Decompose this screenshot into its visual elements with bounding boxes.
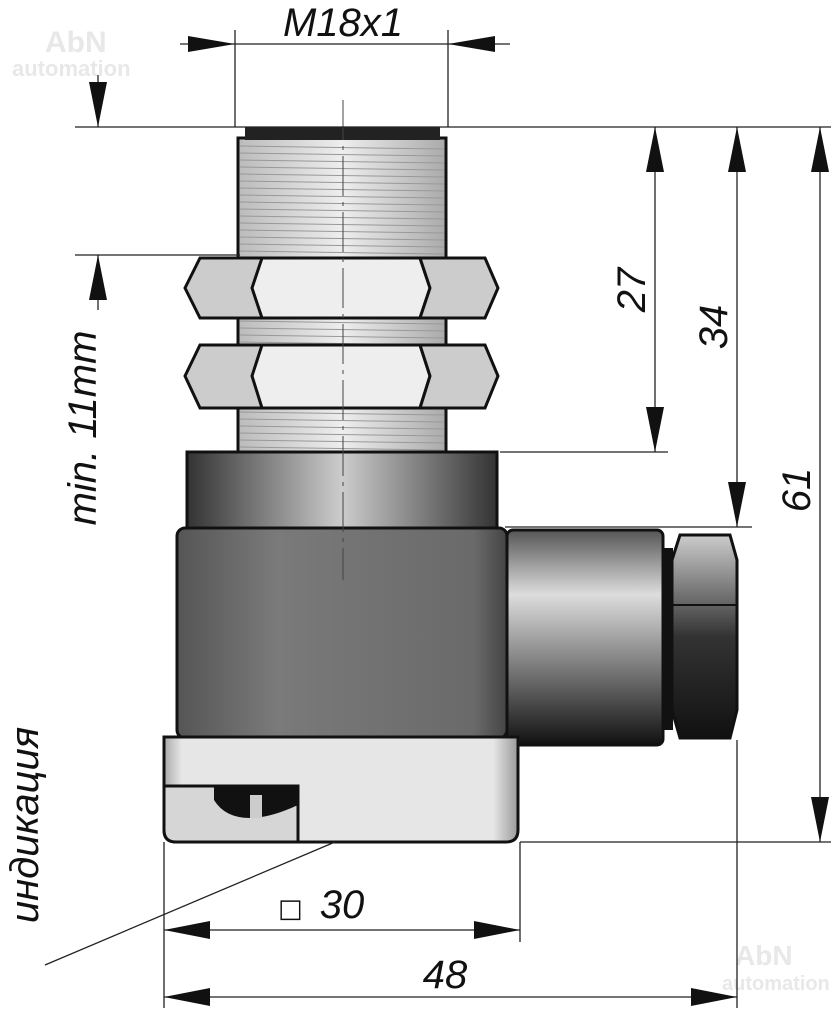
thread-line — [239, 320, 445, 325]
thread-line — [239, 418, 445, 423]
extension-lines — [44, 30, 831, 1008]
thread-line — [239, 194, 445, 199]
square-symbol: □ — [278, 894, 303, 924]
thread-line — [239, 334, 445, 339]
svg-text:AbN: AbN — [45, 26, 107, 59]
thread-line — [239, 229, 445, 234]
connector-hex-nut — [670, 533, 739, 740]
hex-nut-upper — [183, 256, 500, 320]
watermark-bottom: AbN automation — [722, 940, 830, 995]
dimension-27-label: 27 — [610, 266, 654, 313]
thread-line — [239, 145, 445, 150]
indication-label: индикация — [3, 727, 47, 923]
hex-nut-lower — [183, 343, 500, 410]
thread-line — [239, 411, 445, 416]
thread-line — [239, 152, 445, 157]
thread-line — [239, 208, 445, 213]
thread-line — [239, 222, 445, 227]
dimension-34-label: 34 — [692, 305, 736, 350]
thread-line — [239, 215, 445, 220]
thread-line — [239, 243, 445, 248]
min-length-label: min. 11mm — [61, 331, 105, 526]
thread-line — [239, 432, 445, 437]
thread-line — [239, 201, 445, 206]
sensor-collar — [185, 450, 499, 532]
thread-line — [239, 187, 445, 192]
thread-line — [239, 166, 445, 171]
thread-line — [239, 173, 445, 178]
thread-line — [239, 439, 445, 444]
thread-line — [239, 236, 445, 241]
svg-text:automation: automation — [12, 56, 131, 81]
watermark-top: AbN automation — [12, 26, 131, 81]
sensor-housing — [175, 526, 509, 740]
thread-line — [239, 180, 445, 185]
thread-line — [239, 425, 445, 430]
dimension-30-label: 30 — [320, 883, 365, 927]
svg-text:automation: automation — [722, 973, 830, 995]
thread-line — [239, 327, 445, 332]
connector-ring — [663, 548, 673, 730]
dimension-48-label: 48 — [423, 953, 468, 997]
thread-line — [239, 159, 445, 164]
dimension-61-label: 61 — [775, 468, 819, 513]
thread-line — [239, 250, 445, 255]
svg-text:AbN: AbN — [735, 940, 793, 971]
connector-body — [505, 528, 665, 747]
thread-line — [239, 446, 445, 451]
thread-dimension-label: M18x1 — [283, 1, 403, 45]
dimension-arrows — [89, 36, 829, 1006]
